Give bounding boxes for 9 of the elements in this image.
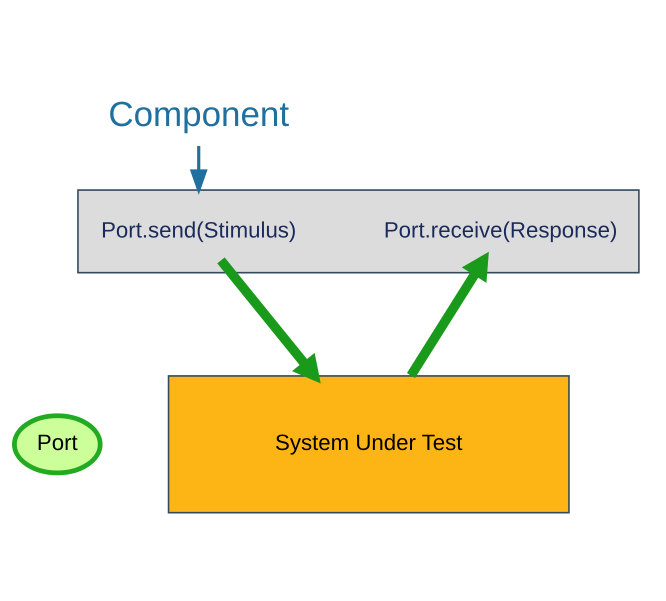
node-ellipse: Port [12,413,103,476]
node-text: Component [108,94,290,134]
node-box: System Under Test [168,375,570,514]
node-text: Port.send(Stimulus) [101,217,296,242]
arrow [190,146,208,195]
arrow [406,252,489,378]
arrow [217,257,321,384]
node-text: Port.receive(Response) [384,217,618,242]
cluster [77,189,640,274]
